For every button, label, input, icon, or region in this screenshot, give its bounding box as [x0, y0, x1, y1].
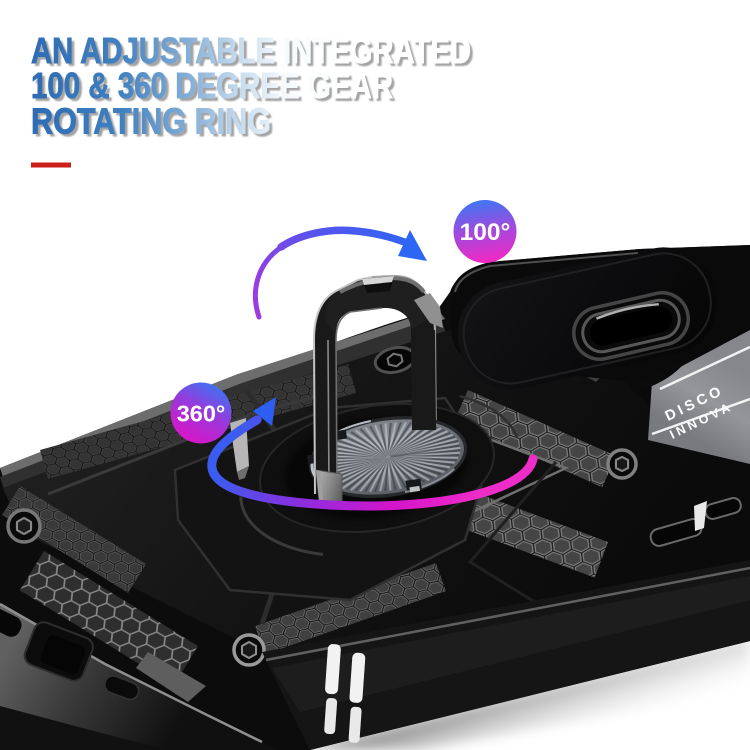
svg-text:360°: 360°: [177, 401, 226, 427]
svg-text:AN ADJUSTABLE INTEGRATED: AN ADJUSTABLE INTEGRATED: [34, 33, 474, 74]
svg-text:100°: 100°: [460, 219, 511, 246]
svg-text:100 & 360 DEGREE GEAR: 100 & 360 DEGREE GEAR: [31, 65, 393, 106]
svg-text:ROTATING RING: ROTATING RING: [31, 101, 271, 142]
svg-text:100 & 360 DEGREE GEAR: 100 & 360 DEGREE GEAR: [34, 68, 396, 109]
svg-text:ROTATING RING: ROTATING RING: [34, 104, 274, 145]
svg-text:AN ADJUSTABLE INTEGRATED: AN ADJUSTABLE INTEGRATED: [31, 30, 471, 71]
